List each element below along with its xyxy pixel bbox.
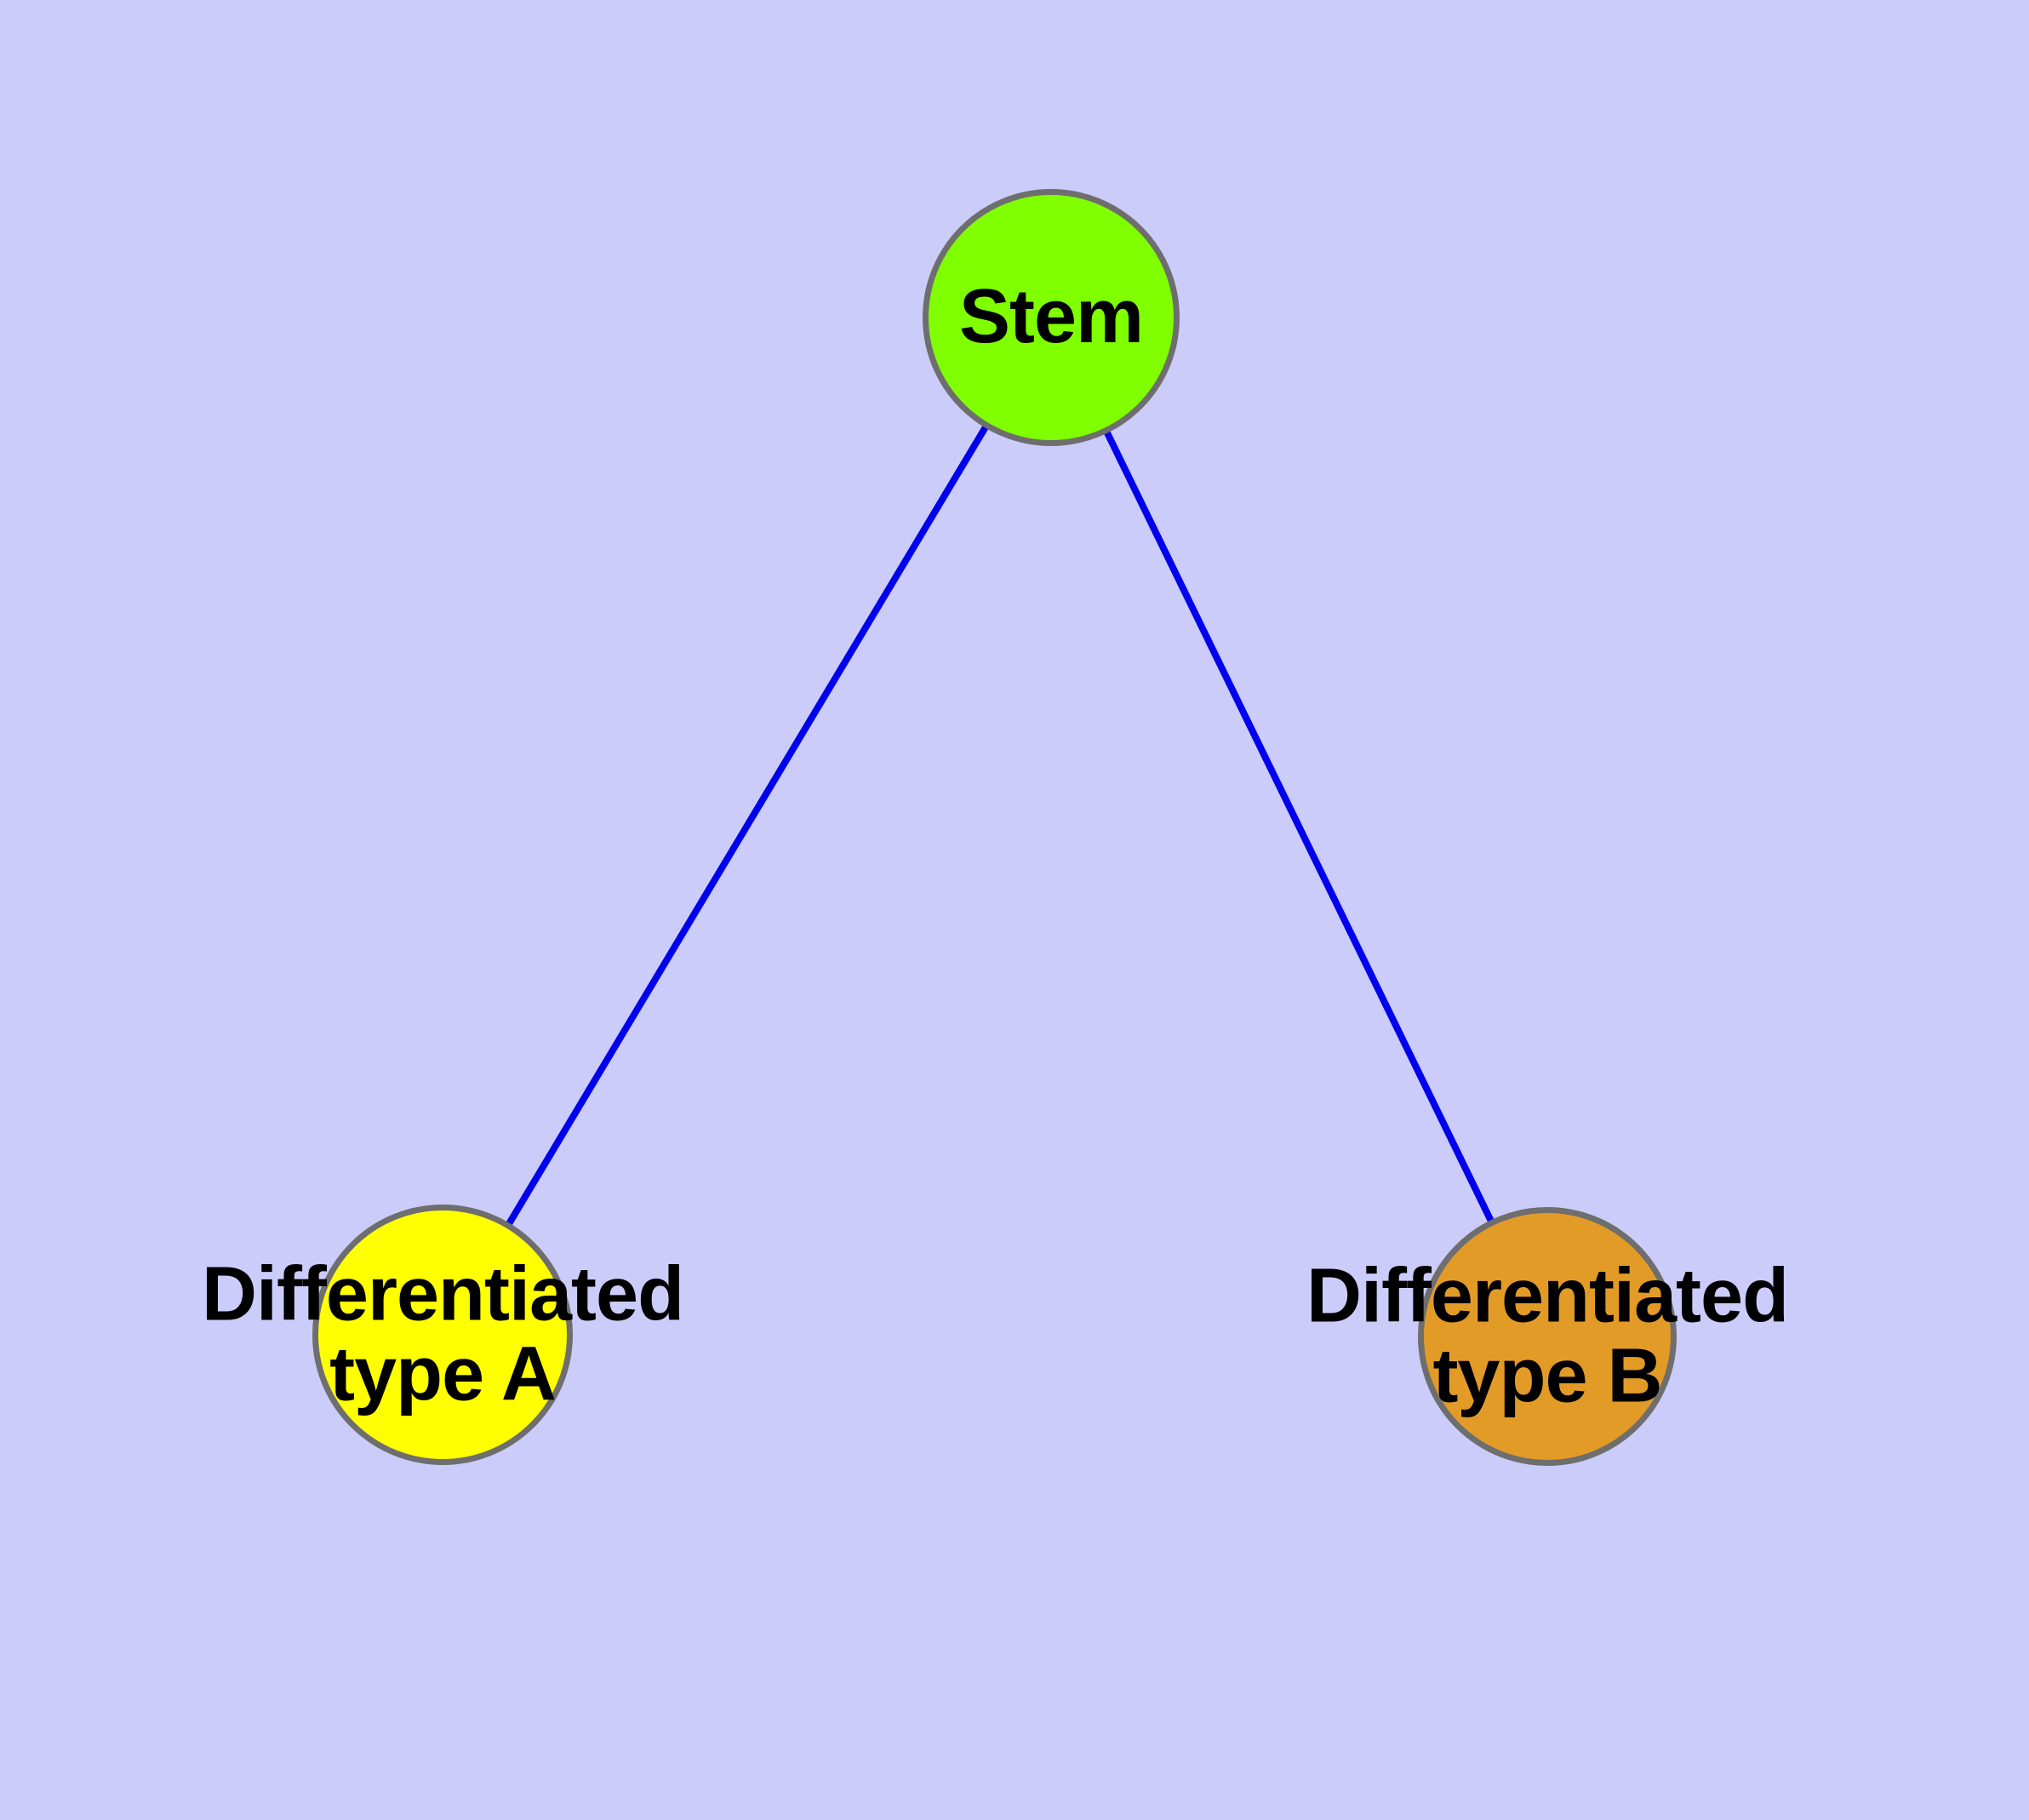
node-differentiated-type-b[interactable]	[1418, 1207, 1677, 1466]
node-differentiated-type-a[interactable]	[312, 1205, 573, 1465]
edge-stem-to-diff-b[interactable]	[1048, 316, 1551, 1338]
node-stem[interactable]	[923, 189, 1180, 446]
edge-stem-to-diff-a[interactable]	[439, 315, 1055, 1337]
